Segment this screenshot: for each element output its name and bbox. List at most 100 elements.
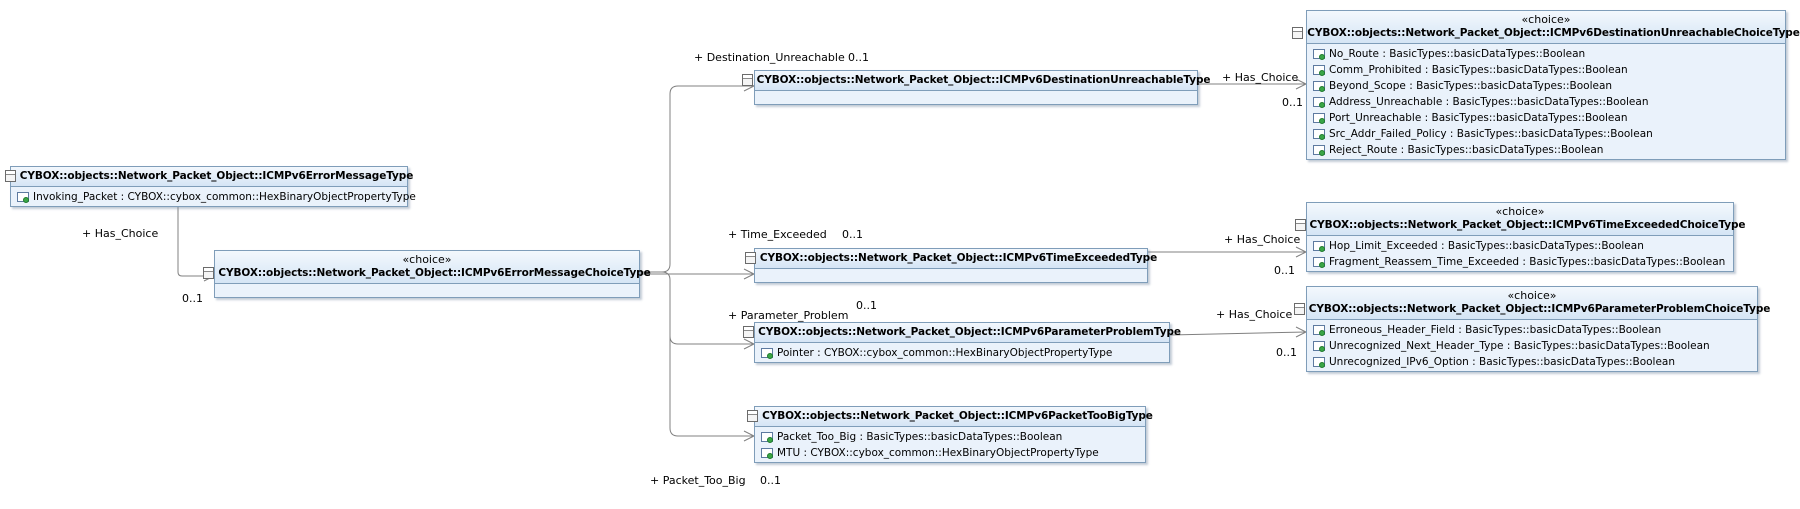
class-name: CYBOX::objects::Network_Packet_Object::I… bbox=[758, 326, 1181, 338]
attribute-text: Src_Addr_Failed_Policy : BasicTypes::bas… bbox=[1329, 128, 1653, 140]
class-title: CYBOX::objects::Network_Packet_Object::I… bbox=[744, 251, 1157, 265]
class-title: CYBOX::objects::Network_Packet_Object::I… bbox=[741, 73, 1210, 87]
attribute-text: Reject_Route : BasicTypes::basicDataType… bbox=[1329, 144, 1604, 156]
stereotype-label: «choice» bbox=[1521, 13, 1571, 26]
attribute-text: Comm_Prohibited : BasicTypes::basicDataT… bbox=[1329, 64, 1628, 76]
attribute-text: No_Route : BasicTypes::basicDataTypes::B… bbox=[1329, 48, 1586, 60]
attribute-text: Address_Unreachable : BasicTypes::basicD… bbox=[1329, 96, 1649, 108]
connector-has-choice-main bbox=[177, 180, 214, 277]
attribute-text: Hop_Limit_Exceeded : BasicTypes::basicDa… bbox=[1329, 240, 1644, 252]
multiplicity-label: 0..1 bbox=[1282, 96, 1303, 109]
attribute-row[interactable]: Address_Unreachable : BasicTypes::basicD… bbox=[1313, 94, 1781, 110]
attribute-icon bbox=[761, 448, 773, 459]
attribute-list-empty bbox=[215, 284, 639, 297]
multiplicity-label: 0..1 bbox=[842, 228, 863, 241]
attribute-text: Pointer : CYBOX::cybox_common::HexBinary… bbox=[777, 347, 1113, 359]
class-icon bbox=[4, 170, 16, 182]
attribute-text: MTU : CYBOX::cybox_common::HexBinaryObje… bbox=[777, 447, 1099, 459]
attribute-row[interactable]: Reject_Route : BasicTypes::basicDataType… bbox=[1313, 142, 1781, 158]
class-icon bbox=[741, 74, 753, 86]
class-icon bbox=[744, 252, 756, 264]
connector-lower-branches bbox=[661, 271, 754, 437]
attribute-row[interactable]: Unrecognized_Next_Header_Type : BasicTyp… bbox=[1313, 338, 1753, 354]
attribute-row[interactable]: Comm_Prohibited : BasicTypes::basicDataT… bbox=[1313, 62, 1781, 78]
attribute-row[interactable]: MTU : CYBOX::cybox_common::HexBinaryObje… bbox=[761, 445, 1141, 461]
attribute-row[interactable]: Packet_Too_Big : BasicTypes::basicDataTy… bbox=[761, 429, 1141, 445]
attribute-list-empty bbox=[755, 269, 1147, 282]
class-icmpv6-packet-too-big-type[interactable]: CYBOX::objects::Network_Packet_Object::I… bbox=[747, 406, 1153, 463]
role-label-time-exceeded: + Time_Exceeded bbox=[728, 228, 827, 241]
multiplicity-label: 0..1 bbox=[1274, 264, 1295, 277]
class-header: CYBOX::objects::Network_Packet_Object::I… bbox=[743, 323, 1181, 343]
attribute-icon bbox=[761, 432, 773, 443]
attribute-text: Beyond_Scope : BasicTypes::basicDataType… bbox=[1329, 80, 1613, 92]
class-header: CYBOX::objects::Network_Packet_Object::I… bbox=[747, 407, 1153, 427]
role-label-has-choice: + Has_Choice bbox=[82, 227, 159, 240]
class-header: CYBOX::objects::Network_Packet_Object::I… bbox=[744, 249, 1157, 269]
class-icmpv6-error-message-type[interactable]: CYBOX::objects::Network_Packet_Object::I… bbox=[4, 166, 416, 207]
connector-param-has-choice bbox=[1169, 331, 1307, 336]
attribute-list-empty bbox=[755, 91, 1197, 104]
class-icon bbox=[203, 267, 215, 279]
class-icmpv6-time-exceeded-type[interactable]: CYBOX::objects::Network_Packet_Object::I… bbox=[744, 248, 1157, 283]
attribute-icon bbox=[1313, 145, 1325, 156]
attribute-row[interactable]: Src_Addr_Failed_Policy : BasicTypes::bas… bbox=[1313, 126, 1781, 142]
class-title: CYBOX::objects::Network_Packet_Object::I… bbox=[1293, 302, 1770, 316]
attribute-text: Erroneous_Header_Field : BasicTypes::bas… bbox=[1329, 324, 1662, 336]
attribute-icon bbox=[1313, 65, 1325, 76]
role-label-has-choice: + Has_Choice bbox=[1216, 308, 1293, 321]
class-name: CYBOX::objects::Network_Packet_Object::I… bbox=[762, 410, 1153, 422]
class-header: CYBOX::objects::Network_Packet_Object::I… bbox=[4, 167, 413, 187]
class-title: CYBOX::objects::Network_Packet_Object::I… bbox=[203, 266, 651, 280]
attribute-icon bbox=[1313, 97, 1325, 108]
class-icmpv6-error-message-choice-type[interactable]: «choice» CYBOX::objects::Network_Packet_… bbox=[203, 250, 651, 298]
class-icmpv6-time-exceeded-choice-type[interactable]: «choice» CYBOX::objects::Network_Packet_… bbox=[1294, 202, 1746, 272]
attribute-row[interactable]: Beyond_Scope : BasicTypes::basicDataType… bbox=[1313, 78, 1781, 94]
class-name: CYBOX::objects::Network_Packet_Object::I… bbox=[759, 252, 1158, 264]
class-title: CYBOX::objects::Network_Packet_Object::I… bbox=[4, 169, 413, 183]
attribute-text: Unrecognized_Next_Header_Type : BasicTyp… bbox=[1329, 340, 1710, 352]
attribute-row[interactable]: Erroneous_Header_Field : BasicTypes::bas… bbox=[1313, 322, 1753, 338]
attribute-row[interactable]: Pointer : CYBOX::cybox_common::HexBinary… bbox=[761, 345, 1165, 361]
attribute-icon bbox=[1313, 357, 1325, 368]
class-header: «choice» CYBOX::objects::Network_Packet_… bbox=[1294, 203, 1746, 236]
attribute-row[interactable]: No_Route : BasicTypes::basicDataTypes::B… bbox=[1313, 46, 1781, 62]
attribute-icon bbox=[1313, 325, 1325, 336]
stereotype-label: «choice» bbox=[1507, 289, 1557, 302]
attribute-text: Unrecognized_IPv6_Option : BasicTypes::b… bbox=[1329, 356, 1676, 368]
attribute-icon bbox=[1313, 241, 1325, 252]
attribute-icon bbox=[1313, 113, 1325, 124]
attribute-icon bbox=[761, 348, 773, 359]
attribute-icon bbox=[1313, 129, 1325, 140]
class-name: CYBOX::objects::Network_Packet_Object::I… bbox=[19, 170, 414, 182]
attribute-icon bbox=[17, 192, 29, 203]
attribute-row[interactable]: Hop_Limit_Exceeded : BasicTypes::basicDa… bbox=[1313, 238, 1729, 254]
class-icmpv6-destination-unreachable-type[interactable]: CYBOX::objects::Network_Packet_Object::I… bbox=[741, 70, 1210, 105]
class-name: CYBOX::objects::Network_Packet_Object::I… bbox=[1307, 27, 1800, 39]
class-icmpv6-destination-unreachable-choice-type[interactable]: «choice» CYBOX::objects::Network_Packet_… bbox=[1292, 10, 1800, 160]
attribute-list: Hop_Limit_Exceeded : BasicTypes::basicDa… bbox=[1307, 236, 1733, 271]
role-label-packet-too-big: + Packet_Too_Big bbox=[650, 474, 746, 487]
class-icon bbox=[743, 326, 755, 338]
class-icmpv6-parameter-problem-type[interactable]: CYBOX::objects::Network_Packet_Object::I… bbox=[743, 322, 1181, 363]
class-header: «choice» CYBOX::objects::Network_Packet_… bbox=[1292, 11, 1800, 44]
class-name: CYBOX::objects::Network_Packet_Object::I… bbox=[1309, 219, 1746, 231]
attribute-icon bbox=[1313, 49, 1325, 60]
attribute-list: Packet_Too_Big : BasicTypes::basicDataTy… bbox=[755, 427, 1145, 462]
attribute-icon bbox=[1313, 257, 1325, 268]
connector-choice-split bbox=[640, 85, 754, 273]
attribute-row[interactable]: Invoking_Packet : CYBOX::cybox_common::H… bbox=[17, 189, 416, 205]
attribute-row[interactable]: Fragment_Reassem_Time_Exceeded : BasicTy… bbox=[1313, 254, 1729, 270]
attribute-list: No_Route : BasicTypes::basicDataTypes::B… bbox=[1307, 44, 1785, 159]
class-header: «choice» CYBOX::objects::Network_Packet_… bbox=[203, 251, 651, 284]
attribute-row[interactable]: Unrecognized_IPv6_Option : BasicTypes::b… bbox=[1313, 354, 1753, 370]
connector-parameter-problem bbox=[669, 335, 754, 345]
attribute-text: Fragment_Reassem_Time_Exceeded : BasicTy… bbox=[1329, 256, 1726, 268]
class-icmpv6-parameter-problem-choice-type[interactable]: «choice» CYBOX::objects::Network_Packet_… bbox=[1293, 286, 1770, 372]
class-title: CYBOX::objects::Network_Packet_Object::I… bbox=[1294, 218, 1746, 232]
class-icon bbox=[1294, 219, 1306, 231]
multiplicity-label: 0..1 bbox=[1276, 346, 1297, 359]
attribute-row[interactable]: Port_Unreachable : BasicTypes::basicData… bbox=[1313, 110, 1781, 126]
